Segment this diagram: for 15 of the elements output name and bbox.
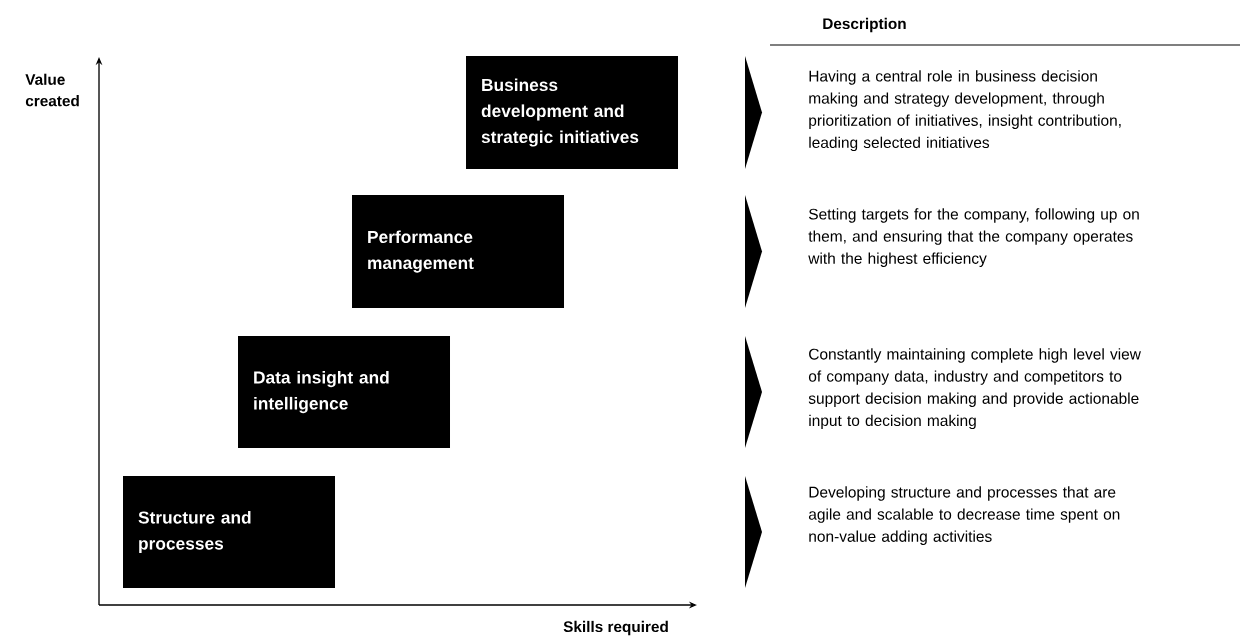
axis-label: Value created (25, 73, 79, 107)
description-text: Setting targets for the company, following up on them, and ensuring that the company operates with the highest efficiency (808, 208, 1139, 267)
description-text: Constantly maintaining complete high level view of company data, industry and competitors to support decision making and provide actionable input to decision making (808, 348, 1141, 430)
column-heading: Description (823, 17, 906, 33)
capability-box: Performance management (352, 195, 564, 308)
capability-box: Business development and strategic initiatives (466, 56, 678, 169)
description-text: Developing structure and processes that are agile and scalable to decrease time spent on non-value adding activities (808, 486, 1120, 545)
chevron-marker (745, 476, 762, 588)
description-text: Having a central role in business decision making and strategy development, through prioritization of initiatives, insight contribution, leading selected initiatives (809, 70, 1121, 152)
chevron-marker (745, 56, 762, 169)
chevron-marker (745, 195, 762, 308)
capability-box: Structure and processes (123, 476, 335, 588)
axis-label: Skills required (563, 620, 668, 636)
chevron-marker (745, 336, 762, 448)
capability-box: Data insight and intelligence (238, 336, 450, 448)
